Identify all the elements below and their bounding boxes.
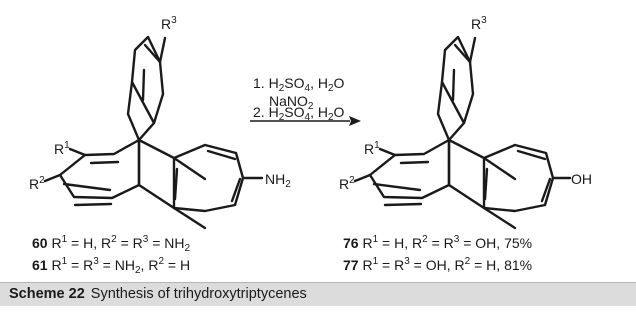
condition-step-1: 1. H2SO4, H2O [253,75,345,94]
condition-step-2: 2. H2SO4, H2O [253,104,345,123]
r2-label-left: R2 [29,175,45,193]
scheme-caption: Scheme 22 Synthesis of trihydroxytriptyce… [9,286,307,303]
triptycene-product [353,35,572,230]
r3-label-left: R3 [161,15,177,33]
compound-60-label: 60 R1 = H, R2 = R3 = NH2 [32,234,191,254]
scheme-number: Scheme 22 [9,286,85,302]
caption-bar [0,283,636,306]
condition-step-1-line-2: NaNO2 [269,93,314,112]
r1-label-left: R1 [54,140,70,158]
compound-61-label: 61 R1 = R3 = NH2, R2 = H [32,256,191,276]
compound-77-label: 77 R1 = R3 = OH, R2 = H, 81% [343,256,533,274]
r1-label-right: R1 [364,140,380,158]
scheme-title: Synthesis of trihydroxytriptycenes [90,286,307,302]
compound-76-label: 76 R1 = H, R2 = R3 = OH, 75% [343,234,533,252]
r3-label-right: R3 [471,15,487,33]
nh2-label: NH2 [265,171,291,190]
oh-label: OH [571,171,592,187]
reaction-scheme-drawing [43,35,572,230]
r2-label-right: R2 [339,175,355,193]
caption-divider [0,282,636,283]
triptycene-starting-material [43,35,264,230]
reaction-arrow [250,116,361,126]
